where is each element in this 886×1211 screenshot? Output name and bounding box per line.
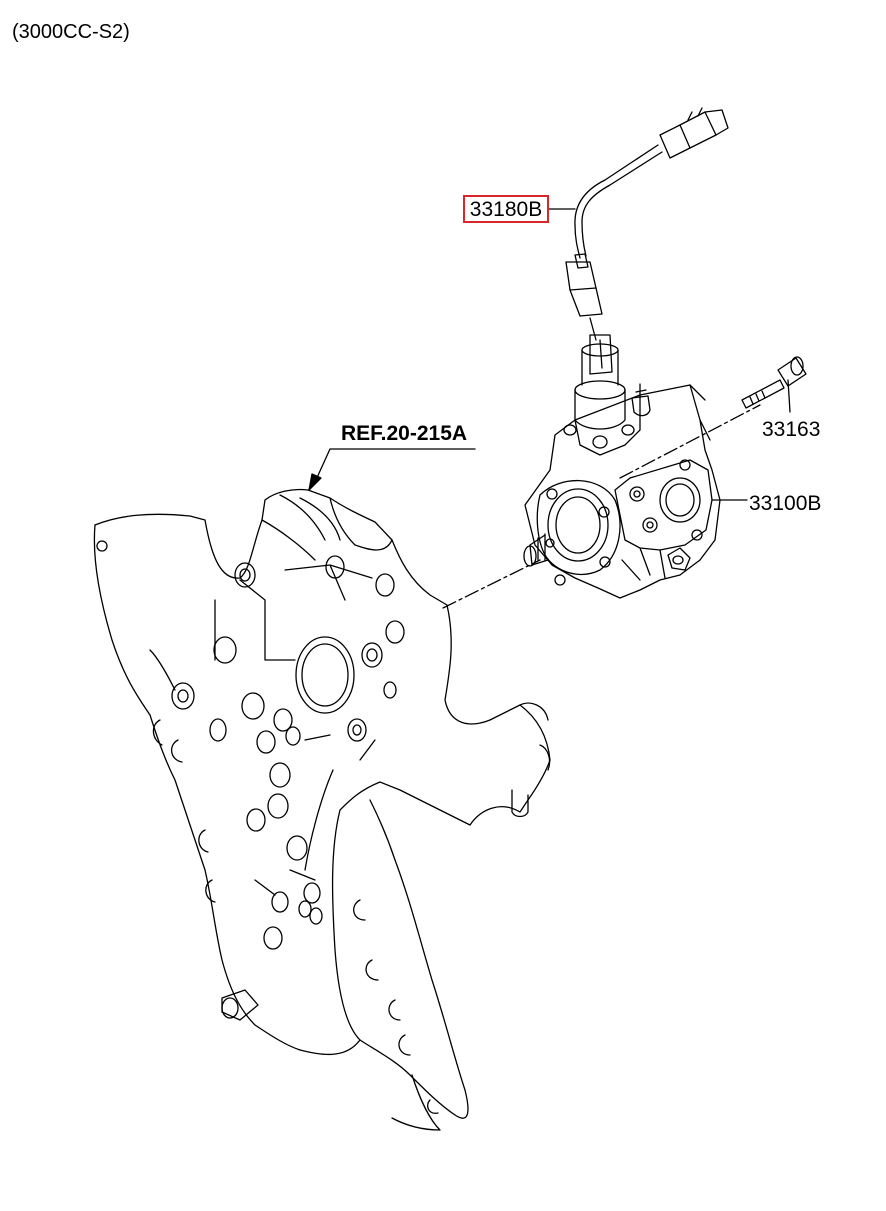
part-label-33180b[interactable]: 33180B xyxy=(463,195,549,223)
reference-label[interactable]: REF.20-215A xyxy=(341,422,468,445)
bolt-drawing xyxy=(742,357,806,408)
timing-cover-drawing xyxy=(94,489,550,1130)
part-label-33163[interactable]: 33163 xyxy=(762,418,821,441)
variant-label: (3000CC-S2) xyxy=(12,21,130,43)
leader-ref xyxy=(315,449,475,482)
leader-ref-arrow xyxy=(309,474,321,490)
fuel-pump-drawing xyxy=(524,335,720,598)
sensor-harness-drawing xyxy=(566,108,728,340)
part-label-33100b[interactable]: 33100B xyxy=(749,492,822,515)
leader-33163 xyxy=(788,380,790,412)
pump-centerline xyxy=(443,405,760,608)
